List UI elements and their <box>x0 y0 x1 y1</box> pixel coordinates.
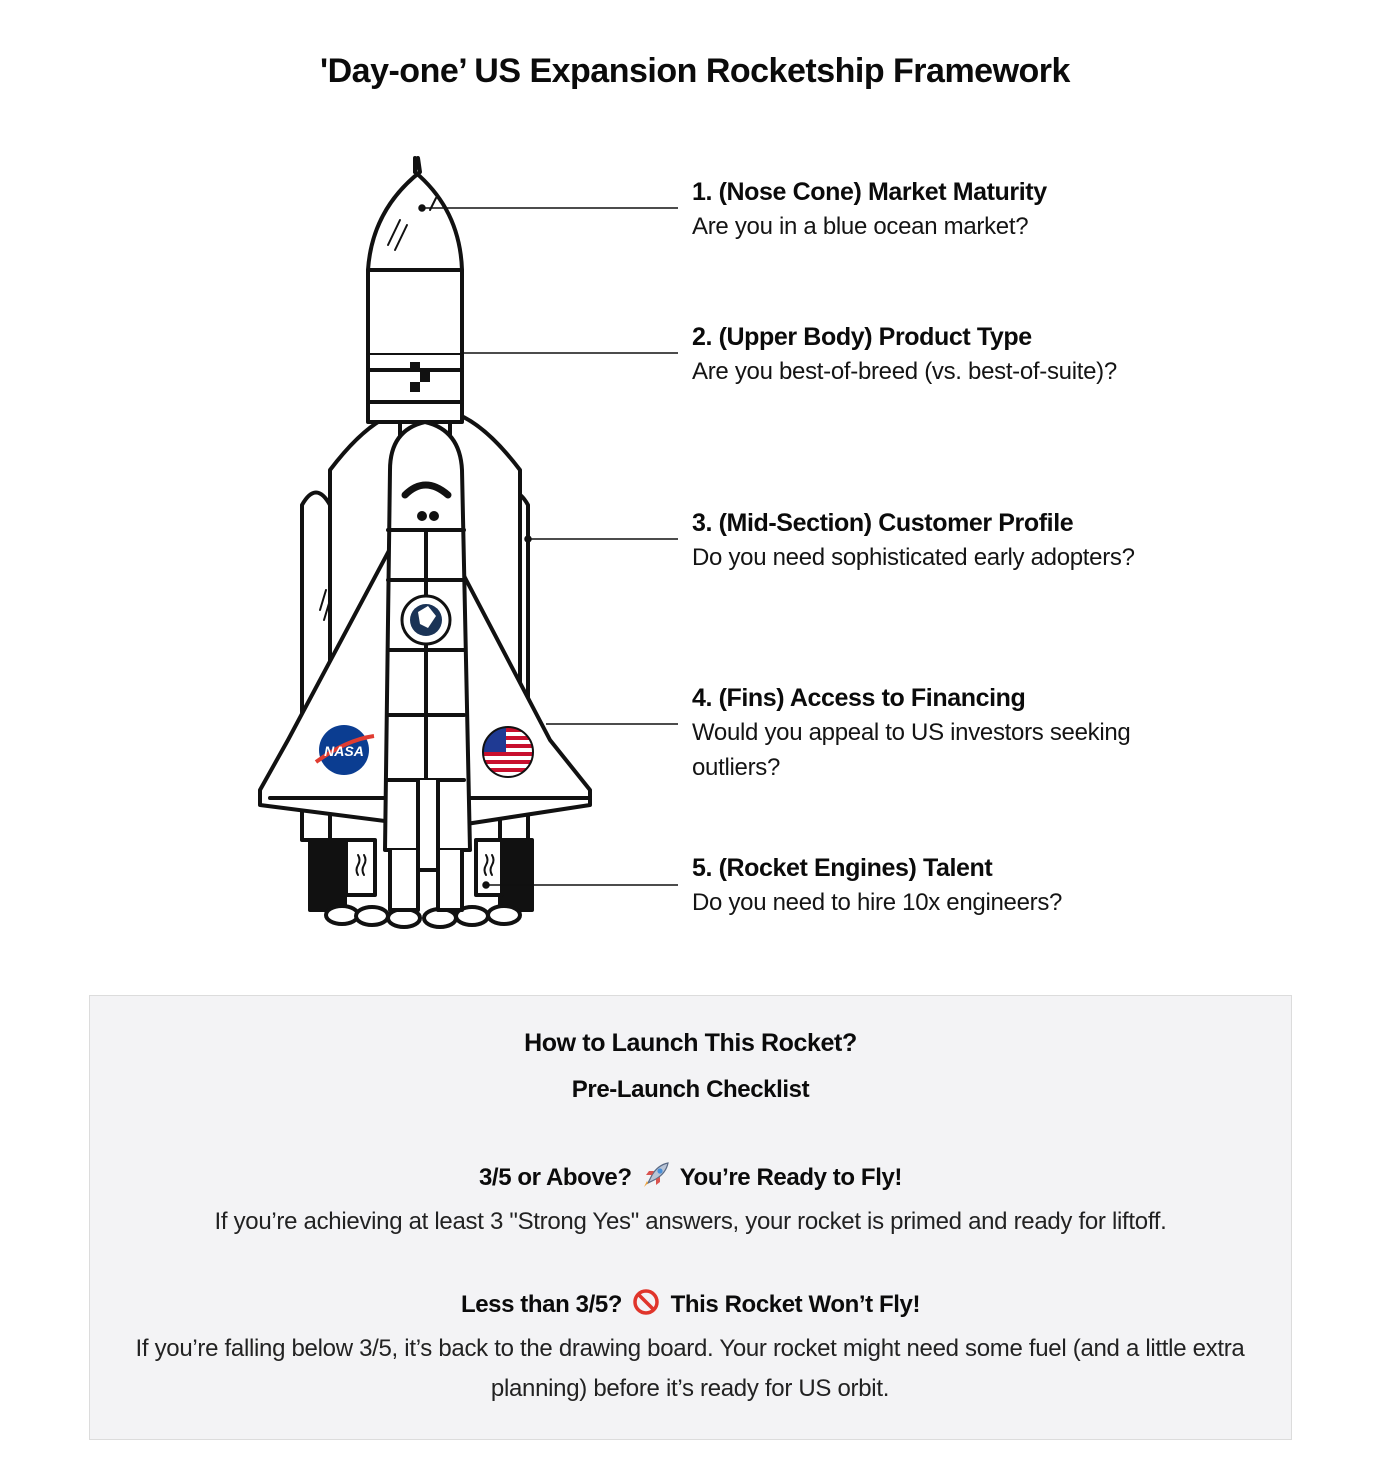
nasa-logo-icon: NASA <box>314 725 375 775</box>
framework-item-upper-body: 2. (Upper Body) Product Type Are you bes… <box>692 320 1232 389</box>
item-question: Are you best-of-breed (vs. best-of-suite… <box>692 358 1117 385</box>
pass-result: You’re Ready to Fly! <box>679 1164 903 1191</box>
rocket-illustration: NASA <box>250 150 690 940</box>
item-title: 4. (Fins) Access to Financing <box>692 684 1026 712</box>
item-question: Are you in a blue ocean market? <box>692 213 1029 240</box>
space-shuttle-drawing: NASA <box>258 156 678 929</box>
pass-criteria-text: If you’re achieving at least 3 "Strong Y… <box>214 1208 1167 1235</box>
item-title: 5. (Rocket Engines) Talent <box>692 854 993 882</box>
rocket-icon <box>643 1162 669 1187</box>
fail-criteria-heading: Less than 3/5? This Rocket Won’t Fly! <box>90 1288 1291 1319</box>
pass-label: 3/5 or Above? <box>478 1164 632 1191</box>
framework-item-fins: 4. (Fins) Access to Financing Would you … <box>692 681 1192 785</box>
prohibited-icon <box>633 1289 660 1315</box>
item-question: Do you need sophisticated early adopters… <box>692 544 1135 571</box>
nasa-logo-text: NASA <box>324 743 364 759</box>
us-flag-icon <box>482 726 534 778</box>
item-title: 3. (Mid-Section) Customer Profile <box>692 509 1074 537</box>
fail-result: This Rocket Won’t Fly! <box>670 1291 921 1318</box>
framework-item-rocket-engines: 5. (Rocket Engines) Talent Do you need t… <box>692 851 1232 920</box>
pass-criteria-heading: 3/5 or Above? You’re Ready to Fly! <box>90 1161 1291 1192</box>
checklist-subheading: Pre-Launch Checklist <box>571 1076 810 1103</box>
framework-item-nose-cone: 1. (Nose Cone) Market Maturity Are you i… <box>692 175 1232 244</box>
item-question: Would you appeal to US investors seeking… <box>692 719 1131 781</box>
item-question: Do you need to hire 10x engineers? <box>692 889 1063 916</box>
fail-label: Less than 3/5? <box>460 1291 623 1318</box>
pre-launch-checklist-panel: How to Launch This Rocket? Pre-Launch Ch… <box>89 995 1292 1440</box>
unicorn-emblem-icon <box>400 594 452 646</box>
checklist-heading: How to Launch This Rocket? <box>524 1029 857 1057</box>
nose-cone-shape <box>366 156 464 272</box>
page-title: 'Day-one’ US Expansion Rocketship Framew… <box>320 52 1070 90</box>
framework-item-mid-section: 3. (Mid-Section) Customer Profile Do you… <box>692 506 1232 575</box>
upper-body-shape <box>366 268 464 357</box>
item-title: 1. (Nose Cone) Market Maturity <box>692 178 1047 206</box>
engine-bells <box>308 838 347 912</box>
fail-criteria-text: If you’re falling below 3/5, it’s back t… <box>135 1335 1245 1402</box>
item-title: 2. (Upper Body) Product Type <box>692 323 1032 351</box>
